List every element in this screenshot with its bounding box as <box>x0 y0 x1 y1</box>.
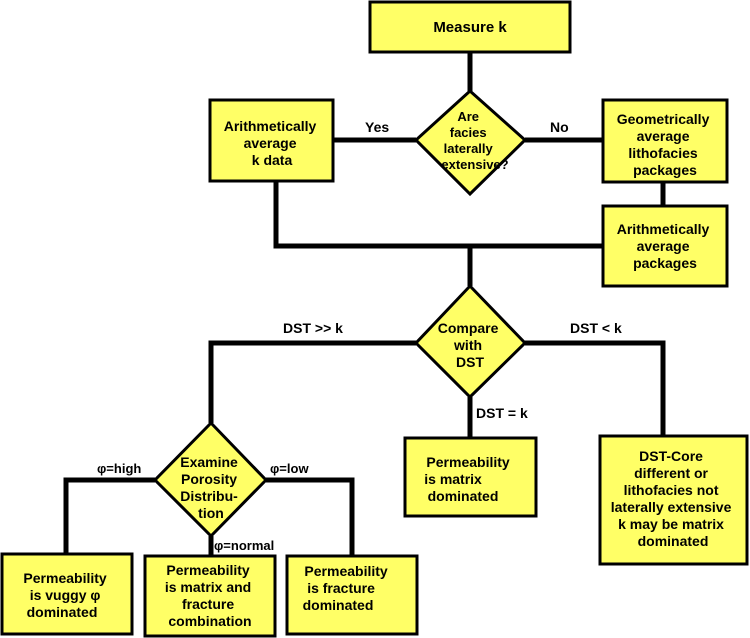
edge-compare-to-examine <box>208 340 416 423</box>
edge-label-phi-normal: φ=normal <box>214 538 274 553</box>
node-arith-avg-packages: Arithmetically average packages <box>601 204 729 288</box>
perm-matrix-fracture-text: Permeability is matrix and fracture comb… <box>165 562 255 629</box>
node-perm-fracture: Permeability is fracture dominated <box>285 554 419 636</box>
facies-decision-text: Are facies laterally extensive? <box>441 109 508 172</box>
dst-core-different-text: DST-Core different or lithofacies not la… <box>611 448 736 549</box>
perm-vuggy-text: Permeability is vuggy φ dominated <box>23 570 110 620</box>
perm-fracture-text: Permeability is fracture dominated <box>303 563 392 613</box>
node-geo-avg-lithofacies: Geometrically average lithofacies packag… <box>601 98 729 184</box>
edge-labels: Yes No DST >> k DST < k DST = k φ=high φ… <box>97 119 622 553</box>
node-measure-k: Measure k <box>368 0 572 54</box>
edge-label-dst-greater: DST >> k <box>283 320 343 336</box>
edge-label-yes: Yes <box>365 119 389 135</box>
edge-examine-to-vuggy <box>63 477 155 554</box>
connectors <box>63 52 666 556</box>
perm-matrix-dominated-text: Permeability is matrix dominated <box>424 454 513 504</box>
node-compare-dst: Compare with DST <box>413 283 528 400</box>
node-dst-core-different: DST-Core different or lithofacies not la… <box>598 434 749 566</box>
node-perm-vuggy: Permeability is vuggy φ dominated <box>0 552 134 636</box>
edge-label-dst-less: DST < k <box>570 320 622 336</box>
edge-label-dst-equal: DST = k <box>476 405 528 421</box>
compare-dst-text: Compare with DST <box>438 320 503 370</box>
node-arith-avg-k: Arithmetically average k data <box>208 98 335 183</box>
geo-avg-lithofacies-text: Geometrically average lithofacies packag… <box>617 111 714 178</box>
node-examine-porosity: Examine Porosity Distribu- tion <box>152 420 269 539</box>
edge-compare-to-dst-core <box>525 340 666 436</box>
edge-examine-to-fracture <box>266 477 355 556</box>
node-perm-matrix-fracture: Permeability is matrix and fracture comb… <box>143 554 277 638</box>
examine-porosity-text: Examine Porosity Distribu- tion <box>180 454 241 521</box>
edge-label-no: No <box>550 119 569 135</box>
measure-k-text: Measure k <box>433 19 507 36</box>
edge-label-phi-low: φ=low <box>270 461 309 476</box>
edge-label-phi-high: φ=high <box>97 461 141 476</box>
node-perm-matrix-dominated: Permeability is matrix dominated <box>403 436 538 518</box>
edge-arith-avg-to-merge <box>273 181 470 249</box>
node-facies-decision: Are facies laterally extensive? <box>413 88 528 197</box>
arith-avg-k-text: Arithmetically average k data <box>224 118 320 168</box>
arith-avg-packages-text: Arithmetically average packages <box>617 221 713 271</box>
